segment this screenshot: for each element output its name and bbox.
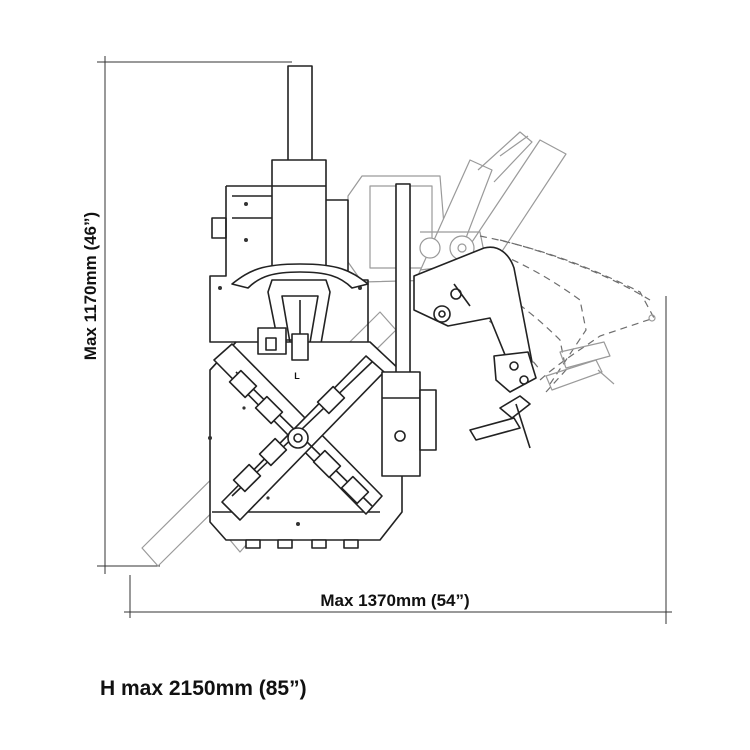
part-letter: L <box>294 371 300 381</box>
machine-main-body <box>208 65 403 549</box>
solid-right-arm <box>413 246 537 449</box>
height-label: H max 2150mm (85”) <box>100 677 307 700</box>
main-column <box>381 183 437 477</box>
width-dimension <box>124 296 672 624</box>
width-dimension-label: Max 1370mm (54”) <box>320 591 469 610</box>
depth-dimension-label: Max 1170mm (46”) <box>81 212 100 360</box>
depth-dimension <box>97 56 292 574</box>
